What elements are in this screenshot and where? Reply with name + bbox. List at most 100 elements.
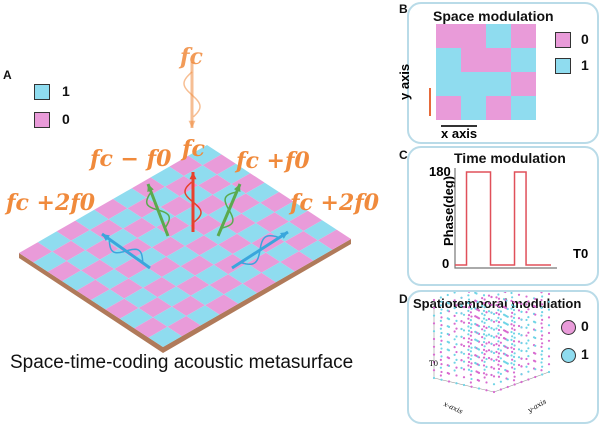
cube-dot [482,364,486,367]
cube-dot [504,337,507,340]
right-plus-2f0-label: fc +2f0 [290,190,380,216]
cube-dot [439,335,442,338]
cube-dot [547,355,551,358]
cube-dot [474,315,477,318]
cube-dot [469,358,472,361]
space-cell [511,48,536,72]
cube-dot [483,353,486,356]
cube-dot [517,301,521,304]
cube-dot [517,324,521,328]
legend-label-0: 0 [62,111,70,127]
cube-dot [541,295,544,298]
cube-dot [495,358,498,361]
cube-dot [525,357,528,361]
cube-dot [490,327,493,330]
metasurface-cell [37,231,71,252]
cube-dot [512,332,516,335]
cube-dot [485,373,488,376]
cube-dot [495,319,498,322]
cube-dot [487,325,491,328]
cube-dot [462,305,466,309]
cube-dot [453,369,456,372]
cube-dot [470,362,473,365]
cube-dot [511,304,514,307]
cube-dot [483,306,486,309]
cube-dot [525,311,528,314]
cube-dot [492,390,496,394]
cube-dot [462,383,466,387]
cube-dot [440,331,443,335]
metasurface-cell [157,286,191,307]
cube-dot [534,321,537,324]
cube-dot [467,294,470,297]
cube-dot [470,307,473,310]
metasurface-cell [170,225,204,246]
cube-dot [469,319,472,322]
cube-dot [469,334,472,337]
cube-dot [490,334,493,338]
cube-dot [506,307,509,311]
cube-dot [547,370,551,374]
cube-dot [485,365,488,368]
caption: Space-time-coding acoustic metasurface [10,352,354,373]
cube-dot [439,358,442,361]
cube-dot [497,301,500,304]
cube-dot [511,311,514,314]
cube-dot [476,355,479,358]
cube-dot [497,375,501,378]
metasurface-cell [299,240,333,261]
cube-dot [467,333,470,336]
space-cell [436,48,461,72]
cube-dot [520,341,523,345]
cube-dot [510,338,513,341]
cube-dot [525,342,528,345]
cube-dot [453,338,456,341]
cube-dot [540,353,543,356]
cube-dot [497,336,501,339]
metasurface-cell [160,196,194,217]
cube-dot [453,292,456,294]
cube-dot [504,314,507,317]
d-legend-circle-1 [561,348,576,363]
cube-dot [490,350,493,353]
cube-dot [439,351,442,354]
cube-dot [540,369,543,372]
cube-dot [455,319,458,322]
cube-dot [485,311,488,314]
metasurface-cell [71,230,105,251]
cube-dot [481,304,484,307]
metasurface-cell [289,210,323,231]
y-tick-0: 0 [442,256,450,271]
cube-dot [467,325,470,328]
cube-dot [510,299,513,302]
cube-dot [485,357,488,361]
cube-dot [511,335,514,338]
metasurface-cell [147,256,181,277]
cube-dot [525,365,528,368]
cube-dot [482,301,486,305]
metasurface-cell [91,289,125,310]
cube-dot [517,309,521,312]
cube-dot [541,318,544,321]
space-cell [511,96,536,120]
cube-dot [512,363,516,366]
cube-dot [534,305,537,308]
cube-dot [446,364,449,367]
cube-dot [462,352,466,355]
cube-dot [467,302,470,305]
cube-dot [440,308,443,311]
cube-dot [467,292,471,293]
cube-dot [485,389,488,392]
cube-dot [446,340,449,343]
cube-dot [512,340,516,343]
cube-dot [513,313,516,316]
cube-dot [513,321,516,324]
cube-dot [467,306,471,309]
cube-dot [482,333,486,336]
metasurface-cell [213,254,247,275]
cube-dot [476,371,479,374]
cube-dot [460,327,463,331]
panel-d-letter: D [399,292,408,306]
cube-dot [547,363,551,366]
metasurface-cell [109,278,143,299]
